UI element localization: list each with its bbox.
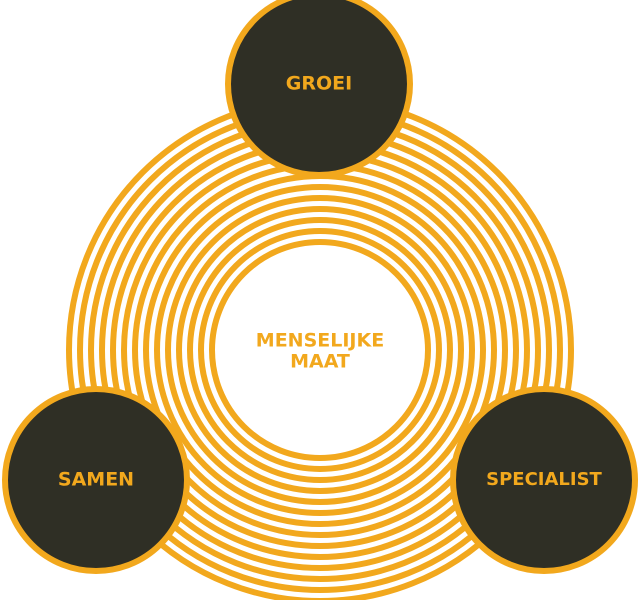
center-label-line1: MENSELIJKE [256, 330, 384, 352]
node-samen: SAMEN [2, 386, 190, 574]
ring-3 [187, 217, 453, 483]
node-specialist-label: SPECIALIST [486, 469, 602, 490]
node-groei: GROEI [225, 0, 413, 178]
node-groei-label: GROEI [286, 73, 352, 95]
ring-2 [198, 228, 442, 472]
ring-5 [165, 195, 475, 505]
node-groei-circle [225, 0, 413, 178]
center-label-line2: MAAT [290, 351, 350, 373]
center-label: MENSELIJKE MAAT [256, 330, 384, 373]
ring-4 [176, 206, 464, 494]
node-samen-circle [2, 386, 190, 574]
node-samen-label: SAMEN [58, 469, 134, 491]
node-specialist-circle [450, 386, 638, 574]
ring-1 [209, 239, 431, 461]
ring-6 [154, 184, 486, 516]
node-specialist: SPECIALIST [450, 386, 638, 574]
